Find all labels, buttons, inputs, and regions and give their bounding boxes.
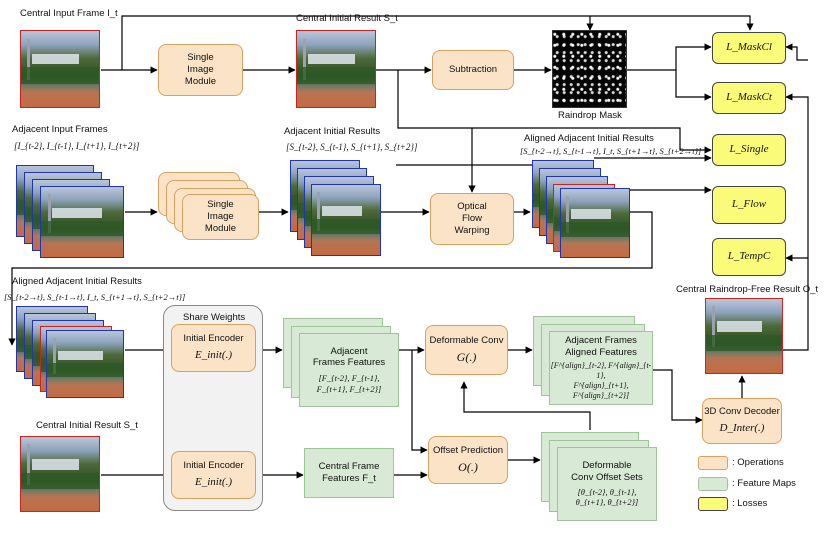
arrow-central-down	[397, 70, 712, 154]
central-raindrop-free-image	[705, 298, 783, 374]
legend-label-feature-maps: : Feature Maps	[732, 478, 796, 489]
arrow-output-to-losses	[783, 93, 809, 351]
legend-swatch-operations	[698, 456, 728, 470]
adjacent-initial-results-label: Adjacent Initial Results	[284, 126, 381, 137]
aligned-adjacent-top-math: [S_{t-2→t}, S_{t-1→t}, I_t, S_{t+1→t}, S…	[520, 146, 702, 156]
aligned-adjacent-left-label: Aligned Adjacent Initial Results	[12, 276, 142, 287]
aligned-adjacent-top-label: Aligned Adjacent Initial Results	[524, 133, 654, 144]
adjacent-input-frame	[40, 186, 124, 258]
deformable-conv-op: Deformable Conv G(.)	[425, 325, 508, 375]
initial-encoder-bottom: Initial Encoder E_init(.)	[171, 451, 256, 499]
legend-label-losses: : Losses	[732, 498, 768, 509]
raindrop-mask-label: Raindrop Mask	[558, 110, 622, 121]
central-initial-result-top-label: Central Initial Result S_t	[296, 13, 398, 24]
legend-swatch-feature-maps	[698, 477, 728, 491]
share-weights-label: Share Weights	[183, 312, 246, 323]
adjacent-frames-features: Adjacent Frames Features [F_{t-2}, F_{t-…	[299, 333, 399, 407]
initial-encoder-top: Initial Encoder E_init(.)	[171, 324, 256, 372]
adjacent-input-frames-math: [I_{t-2}, I_{t-1}, I_{t+1}, I_{t+2}]	[14, 141, 140, 151]
central-initial-result-bottom-label: Central Initial Result S_t	[36, 420, 138, 431]
arrow-top-bus	[121, 15, 754, 70]
offset-prediction-op: Offset Prediction O(.)	[428, 436, 508, 484]
deformable-offset-sets: Deformable Conv Offset Sets [θ_{t-2}, θ_…	[557, 447, 657, 521]
legend-label-operations: : Operations	[732, 457, 784, 468]
subtraction-op: Subtraction	[432, 50, 514, 90]
aligned-adjacent-frame	[560, 188, 630, 258]
central-input-frame-image	[20, 30, 100, 108]
aligned-adjacent-left-math: [S_{t-2→t}, S_{t-1→t}, I_t, S_{t+1→t}, S…	[4, 292, 186, 302]
central-raindrop-free-label: Central Raindrop-Free Result O_t	[676, 284, 819, 295]
arrow-adjfeat-to-offset	[411, 350, 428, 454]
central-frame-features: Central Frame Features F_t	[304, 448, 394, 498]
adjacent-input-frames-label: Adjacent Input Frames	[12, 124, 108, 135]
arrow-alignedfeat-to-decoder	[652, 369, 703, 424]
arrow-mask-to-maskct	[675, 70, 712, 101]
central-initial-result-bottom-image	[20, 436, 100, 512]
aligned-left-frame	[46, 330, 124, 398]
loss-flow: L_Flow	[712, 186, 786, 224]
arrow-aligned-to-left	[8, 211, 653, 346]
arrow-offsetsets-to-deform	[460, 381, 591, 430]
central-initial-result-top-image	[296, 30, 376, 108]
aligned-features: Adjacent Frames Aligned Features [F^{ali…	[549, 331, 653, 405]
adjacent-initial-result-frame	[311, 184, 381, 256]
arrow-mask-split	[627, 43, 712, 71]
central-input-frame-label: Central Input Frame I_t	[20, 8, 118, 19]
loss-temp-c: L_TempC	[712, 238, 786, 276]
loss-single: L_Single	[712, 134, 786, 166]
arrow-output-to-maskcl	[785, 43, 808, 61]
raindrop-mask-image	[552, 30, 627, 108]
adjacent-initial-results-math: [S_{t-2}, S_{t-1}, S_{t+1}, S_{t+2}]	[286, 142, 418, 152]
loss-mask-cl: L_MaskCl	[712, 32, 786, 64]
legend-swatch-losses	[698, 497, 728, 511]
loss-mask-ct: L_MaskCt	[712, 82, 786, 114]
decoder-3d-op: 3D Conv Decoder D_Inter(.)	[702, 398, 782, 444]
